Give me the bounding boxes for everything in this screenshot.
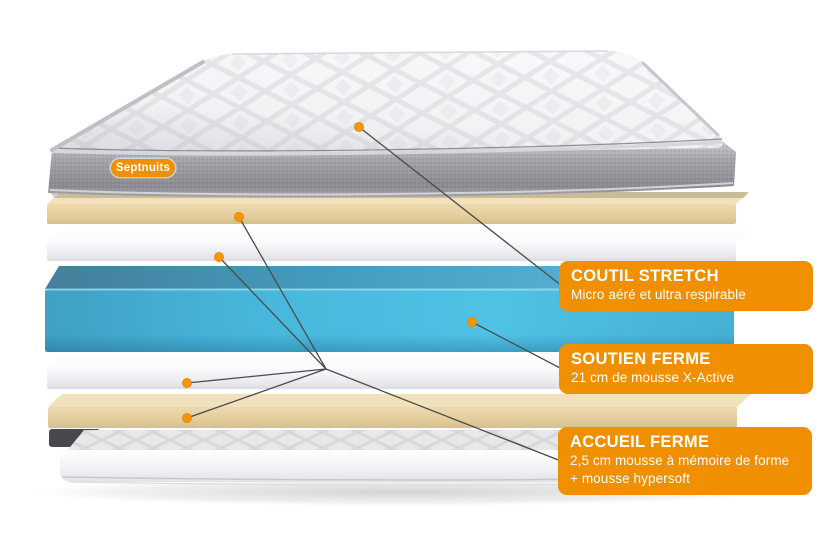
layer-beige-lower <box>48 394 751 428</box>
dot-top-cover <box>354 122 364 132</box>
layer-white-upper <box>47 231 750 261</box>
brand-logo-label: Septnuits <box>115 162 171 174</box>
callout-title: COUTIL STRETCH <box>571 267 719 285</box>
dot-blue-core <box>467 317 477 327</box>
callout-subtitle: + mousse hypersoft <box>570 470 690 486</box>
connector-lines <box>186 126 563 462</box>
dot-white-lower <box>182 378 192 388</box>
brand-logo: Septnuits <box>111 159 175 177</box>
callout-soutien-ferme: SOUTIEN FERME 21 cm de mousse X-Active <box>559 344 813 394</box>
callout-subtitle: 21 cm de mousse X-Active <box>571 369 734 385</box>
callout-accueil-ferme: ACCUEIL FERME 2,5 cm mousse à mémoire de… <box>558 427 812 495</box>
callout-subtitle: 2,5 cm mousse à mémoire de forme <box>570 452 790 468</box>
mattress-top-cover <box>48 50 736 198</box>
callout-title: SOUTIEN FERME <box>571 350 711 368</box>
callout-subtitle: Micro aéré et ultra respirable <box>571 286 746 302</box>
callout-coutil-stretch: COUTIL STRETCH Micro aéré et ultra respi… <box>559 261 813 311</box>
dot-beige-lower <box>182 413 192 423</box>
dot-white-upper <box>214 252 224 262</box>
connector-dots <box>182 122 477 423</box>
dot-beige-upper <box>234 212 244 222</box>
callout-title: ACCUEIL FERME <box>570 433 710 451</box>
